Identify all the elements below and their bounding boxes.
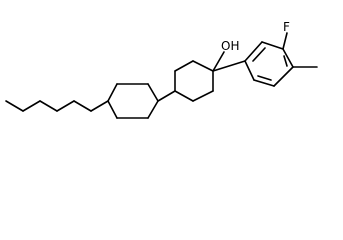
pentyl-chain <box>5 100 109 112</box>
bond <box>107 83 118 102</box>
cyclohexane-ring-2 <box>174 60 214 102</box>
cyclohexane-ring-1 <box>107 83 159 119</box>
bond <box>253 79 275 87</box>
bond <box>192 60 214 72</box>
bond <box>90 100 109 112</box>
chemical-structure: OH F <box>5 20 318 119</box>
bond <box>147 100 159 119</box>
diagram-canvas: OH F <box>5 20 318 119</box>
bond <box>244 41 263 62</box>
double-bond-inner <box>252 47 266 62</box>
bond <box>56 100 75 112</box>
bond <box>273 66 294 87</box>
fluorine-label: F <box>283 20 290 34</box>
bond <box>261 41 284 50</box>
bond <box>147 83 159 102</box>
bond <box>22 100 41 112</box>
bond <box>5 100 24 112</box>
bond <box>174 90 194 102</box>
bond <box>282 48 294 68</box>
hydroxyl-label: OH <box>221 39 239 53</box>
ring-link-bond <box>157 90 176 102</box>
double-bond-inner <box>257 75 272 81</box>
benzene-ring <box>244 41 294 87</box>
fluorine-bond <box>282 32 288 50</box>
bond <box>73 100 92 112</box>
bond <box>174 60 194 72</box>
bond <box>107 100 118 119</box>
bond <box>39 100 58 112</box>
bond <box>244 60 255 81</box>
bond <box>192 90 214 102</box>
hydroxyl-bond <box>212 51 225 72</box>
double-bond-inner <box>283 55 288 67</box>
aryl-bond <box>212 60 246 72</box>
